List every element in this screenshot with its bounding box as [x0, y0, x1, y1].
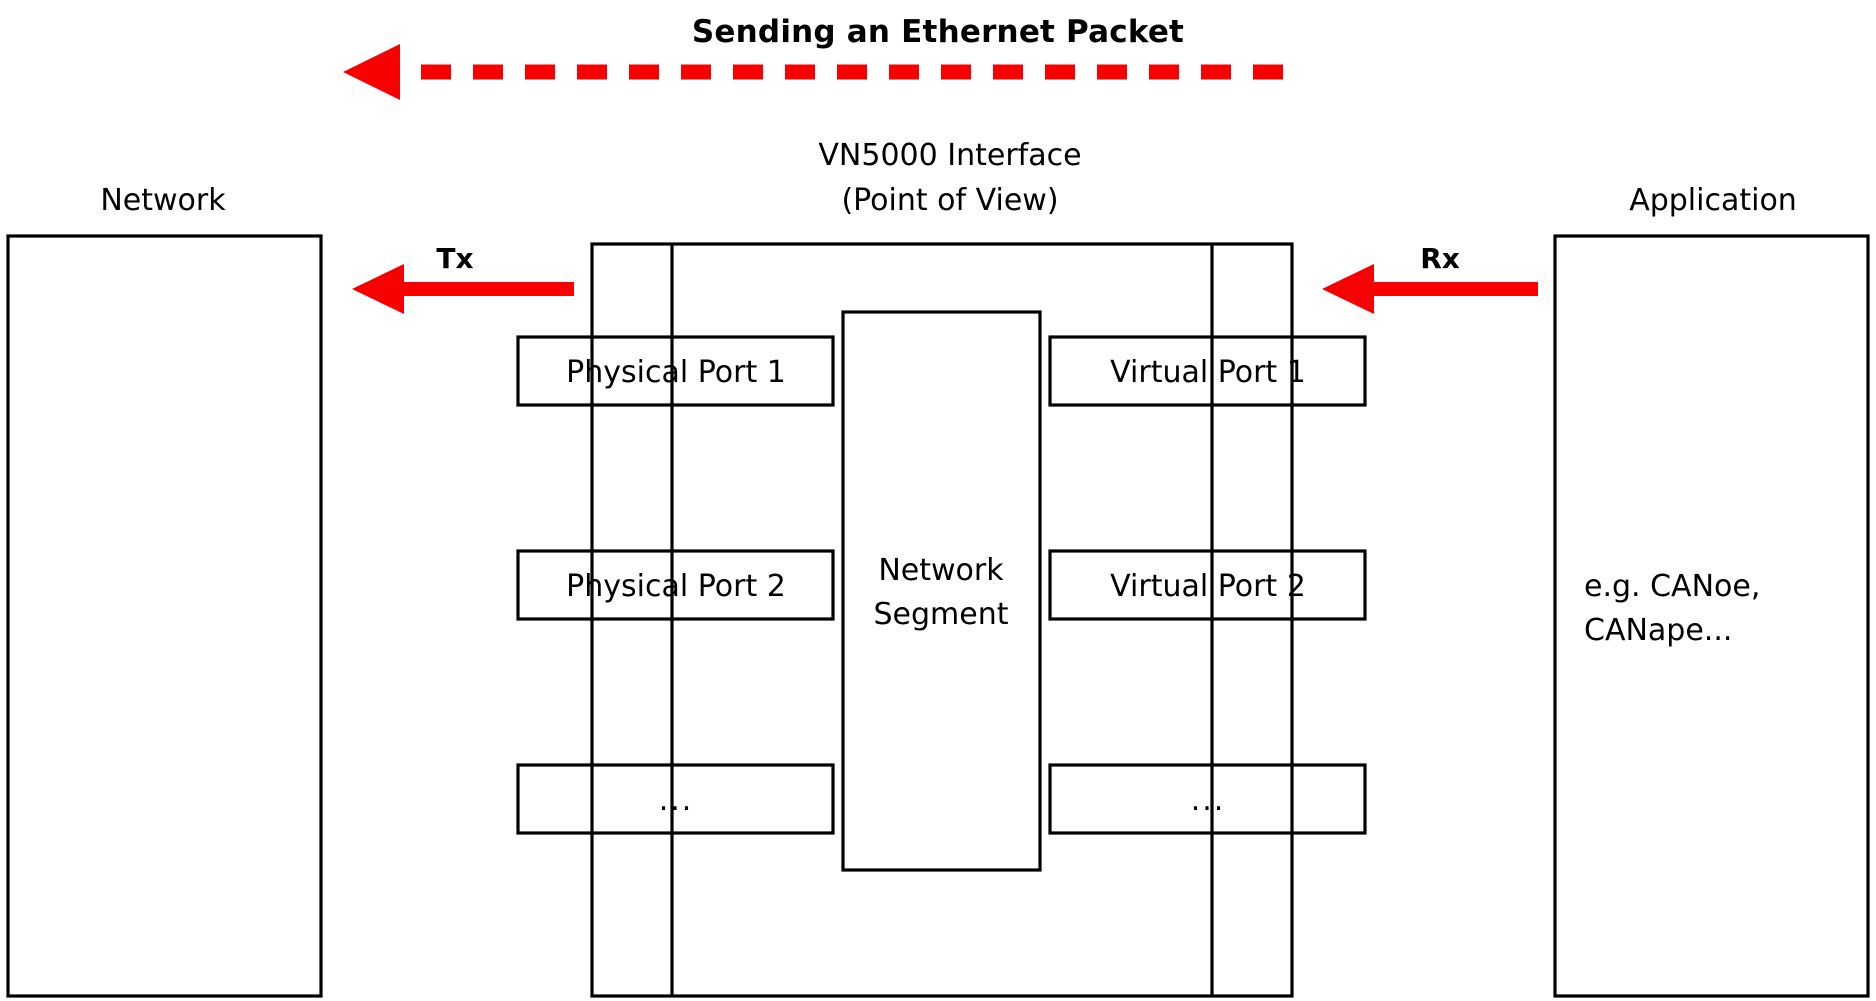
virtual-port-more[interactable]: ... — [1048, 763, 1367, 835]
virtual-port-more-label: ... — [1191, 783, 1226, 818]
network-segment-label-line2: Segment — [874, 597, 1009, 632]
application-box — [1553, 234, 1870, 998]
virtual-port-more-box[interactable] — [1048, 763, 1367, 835]
physical-port-1-box[interactable] — [516, 335, 835, 407]
rx-arrow-head — [1322, 264, 1374, 314]
vn5000-label-line1: VN5000 Interface — [818, 138, 1081, 173]
application-body-line1: e.g. CANoe, — [1584, 569, 1760, 604]
tx-arrow-head — [352, 264, 404, 314]
virtual-port-2-box[interactable] — [1048, 549, 1367, 621]
physical-port-2-label: Physical Port 2 — [566, 569, 786, 604]
rx-label: Rx — [1420, 242, 1460, 275]
network-segment-box — [841, 310, 1042, 872]
network-box — [6, 234, 323, 998]
tx-arrow — [352, 264, 574, 314]
packet-flow-arrow-head — [343, 44, 400, 100]
physical-port-1-label: Physical Port 1 — [566, 355, 786, 390]
virtual-port-1-box[interactable] — [1048, 335, 1367, 407]
page-title: Sending an Ethernet Packet — [692, 14, 1184, 50]
application-body-line2: CANape... — [1584, 613, 1732, 648]
physical-port-1[interactable]: Physical Port 1 — [516, 335, 835, 407]
network-segment-label-line1: Network — [878, 553, 1004, 588]
physical-port-more-box[interactable] — [516, 763, 835, 835]
network-column-label: Network — [100, 183, 226, 218]
virtual-port-1-label: Virtual Port 1 — [1110, 355, 1306, 390]
physical-port-more-label: ... — [659, 783, 694, 818]
vn5000-label-line2: (Point of View) — [841, 183, 1058, 218]
virtual-port-2[interactable]: Virtual Port 2 — [1048, 549, 1367, 621]
application-column-label: Application — [1629, 183, 1797, 218]
physical-port-2[interactable]: Physical Port 2 — [516, 549, 835, 621]
packet-flow-arrow — [343, 44, 1283, 100]
tx-label: Tx — [436, 242, 473, 275]
virtual-port-1[interactable]: Virtual Port 1 — [1048, 335, 1367, 407]
physical-port-more[interactable]: ... — [516, 763, 835, 835]
rx-arrow — [1322, 264, 1538, 314]
virtual-port-2-label: Virtual Port 2 — [1110, 569, 1306, 604]
physical-port-2-box[interactable] — [516, 549, 835, 621]
